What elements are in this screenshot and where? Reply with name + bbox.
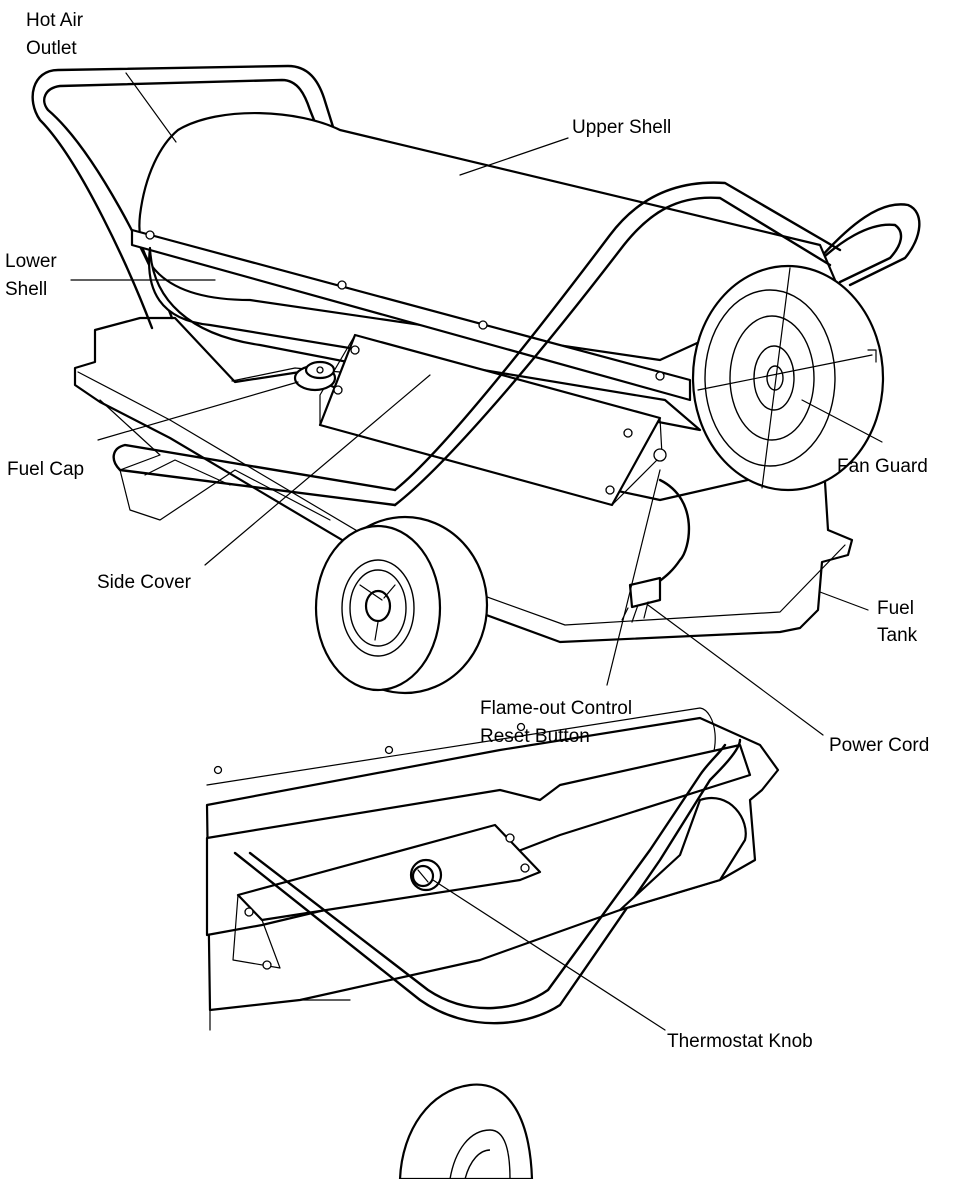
label-flame-out-2: Reset Button	[480, 726, 590, 747]
label-power-cord: Power Cord	[829, 735, 929, 756]
label-thermostat-knob: Thermostat Knob	[667, 1031, 813, 1052]
label-hot-air-outlet-2: Outlet	[26, 38, 77, 59]
label-fan-guard: Fan Guard	[837, 456, 928, 477]
label-hot-air-outlet-1: Hot Air	[26, 10, 84, 31]
label-fuel-tank-1: Fuel	[877, 598, 914, 619]
label-side-cover: Side Cover	[97, 572, 192, 593]
handle-frame-front	[112, 181, 842, 507]
part-labels: Hot Air Outlet Upper Shell Lower Shell F…	[5, 10, 929, 1052]
fuel-tank-shape	[73, 316, 854, 644]
label-flame-out-1: Flame-out Control	[480, 698, 632, 719]
cylinder-body	[130, 112, 837, 432]
wheel-shape	[314, 515, 489, 695]
label-fuel-cap: Fuel Cap	[7, 459, 84, 480]
main-heater-illustration	[31, 64, 921, 695]
detail-view-illustration	[205, 707, 780, 1179]
label-upper-shell: Upper Shell	[572, 117, 671, 138]
side-cover-panel	[318, 333, 663, 507]
fuel-cap-shape	[293, 360, 337, 392]
detail-wheel-shape	[398, 1083, 534, 1179]
fan-guard-shape	[691, 264, 885, 492]
label-fuel-tank-2: Tank	[877, 625, 918, 646]
leader-lines	[70, 72, 883, 1031]
label-lower-shell-2: Shell	[5, 279, 47, 300]
power-cord-shape	[621, 448, 691, 623]
thermostat-knob-shape	[409, 858, 443, 892]
label-lower-shell-1: Lower	[5, 251, 57, 272]
